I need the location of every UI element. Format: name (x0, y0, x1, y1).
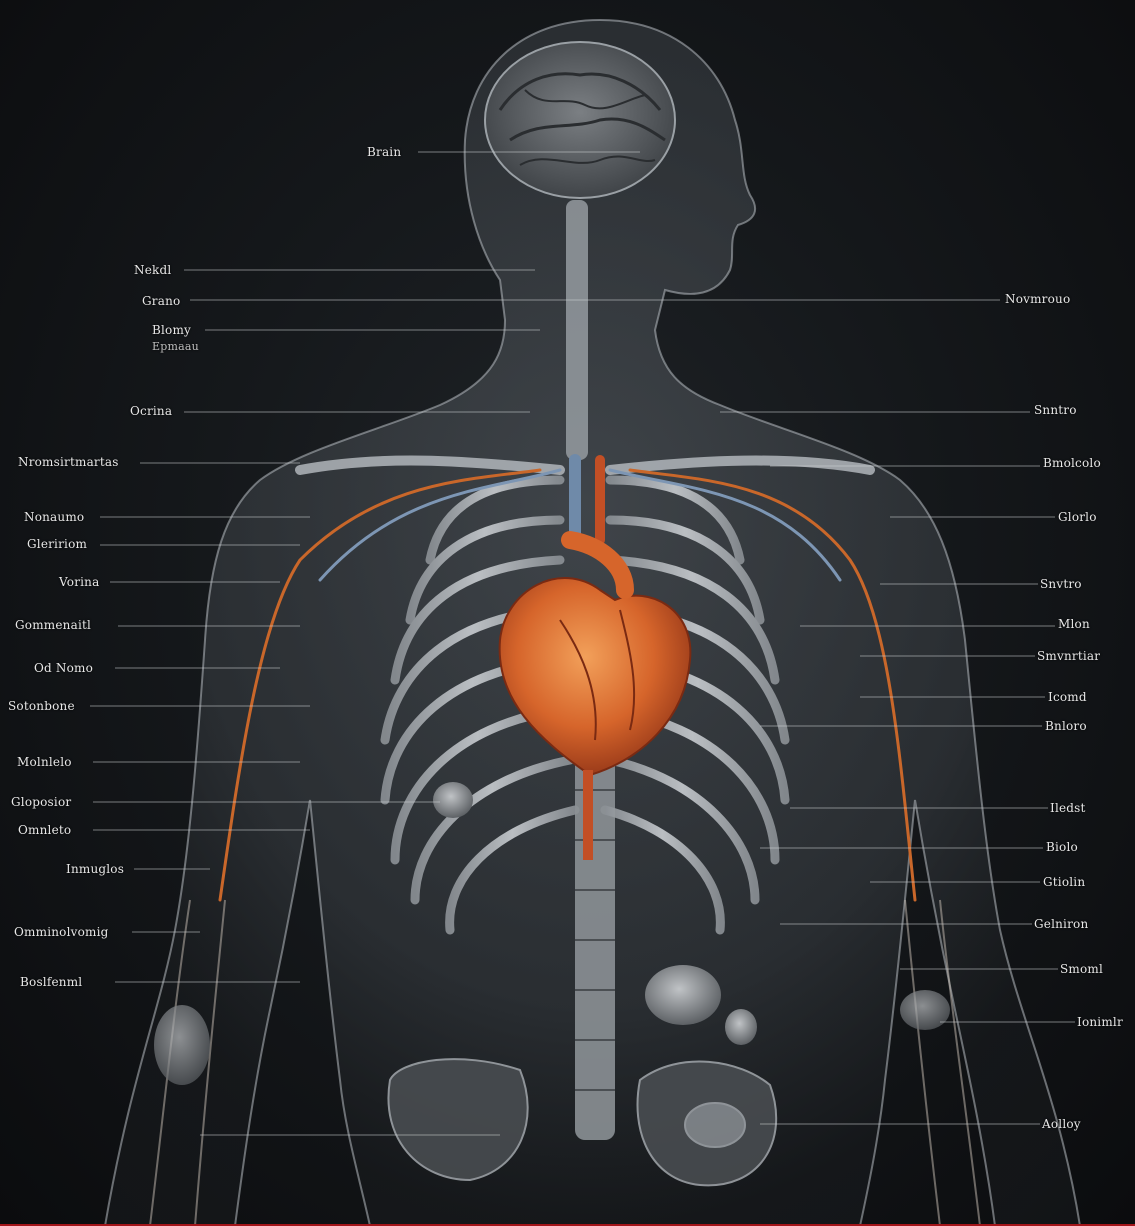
label-shoulder-1: Ocrina (130, 404, 172, 418)
label-right-14: Smoml (1060, 962, 1103, 976)
label-right-5: Snvtro (1040, 577, 1082, 591)
label-neck-2: Grano (142, 294, 180, 308)
label-right-4: Glorlo (1058, 510, 1097, 524)
label-right-13: Gelniron (1034, 917, 1088, 931)
label-arm-10: Inmuglos (66, 862, 124, 876)
label-arm-4: Gommenaitl (15, 618, 91, 632)
label-arm-9: Omnleto (18, 823, 71, 837)
label-brain: Brain (367, 145, 401, 159)
label-right-2: Snntro (1034, 403, 1077, 417)
label-right-15: Ionimlr (1077, 1015, 1123, 1029)
label-neck-3-sub: Epmaau (152, 340, 199, 354)
label-arm-12: Boslfenml (20, 975, 82, 989)
label-arm-11: Omminolvomig (14, 925, 109, 939)
brain-icon (485, 42, 675, 198)
label-neck-1: Nekdl (134, 263, 171, 277)
label-arm-8: Gloposior (11, 795, 71, 809)
label-shoulder-2: Nromsirtmartas (18, 455, 119, 469)
label-right-9: Bnloro (1045, 719, 1087, 733)
label-right-10: Iledst (1050, 801, 1086, 815)
label-neck-3: Blomy (152, 323, 191, 337)
label-right-7: Smvnrtiar (1037, 649, 1100, 663)
label-right-16: Aolloy (1042, 1117, 1081, 1131)
label-right-12: Gtiolin (1043, 875, 1085, 889)
label-right-6: Mlon (1058, 617, 1090, 631)
label-right-8: Icomd (1048, 690, 1087, 704)
label-right-1: Novmrouo (1005, 292, 1070, 306)
label-right-3: Bmolcolo (1043, 456, 1101, 470)
label-arm-3: Vorina (59, 575, 99, 589)
label-arm-7: Molnlelo (17, 755, 72, 769)
label-arm-1: Nonaumo (24, 510, 84, 524)
label-right-11: Biolo (1046, 840, 1078, 854)
label-arm-5: Od Nomo (34, 661, 93, 675)
label-arm-6: Sotonbone (8, 699, 75, 713)
label-arm-2: Gleririom (27, 537, 87, 551)
